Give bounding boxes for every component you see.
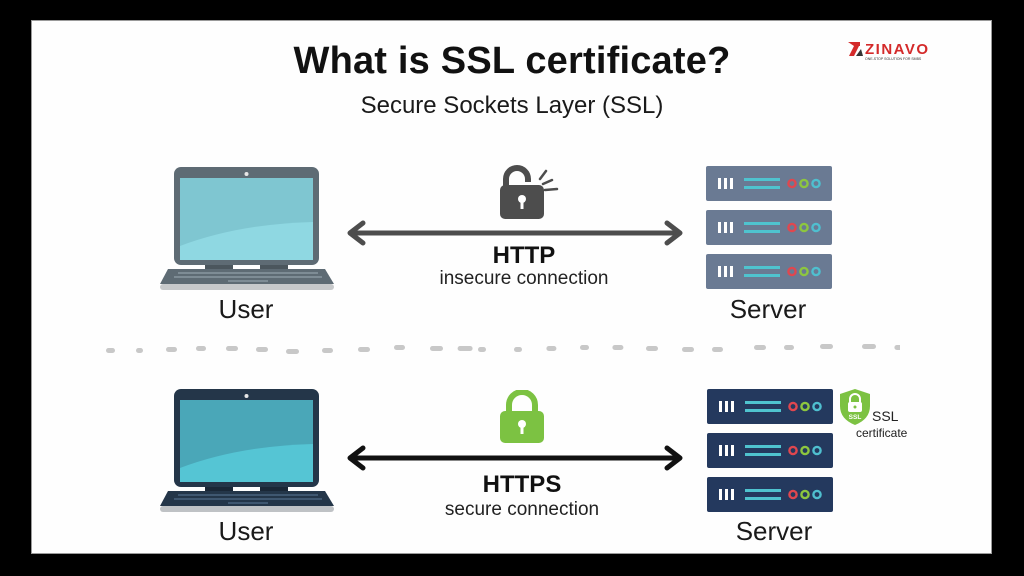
https-protocol-label: HTTPS bbox=[482, 471, 562, 498]
section-divider bbox=[106, 344, 900, 354]
server-unit bbox=[706, 166, 832, 201]
bottom-user-label: User bbox=[218, 516, 274, 546]
divider-dash bbox=[394, 345, 405, 350]
ssl-badge-text: SSL bbox=[849, 414, 862, 421]
divider-dash bbox=[478, 347, 486, 352]
divider-dash bbox=[226, 346, 238, 351]
server-led bbox=[787, 178, 797, 189]
server-led bbox=[800, 445, 810, 456]
unlocked-padlock-icon bbox=[500, 165, 559, 219]
zinavo-logo: ZINAVO ONE-STOP SOLUTION FOR SMBS bbox=[848, 41, 930, 61]
server-led bbox=[787, 266, 797, 277]
divider-dash bbox=[286, 349, 299, 354]
divider-dash bbox=[106, 348, 115, 353]
locked-padlock-icon bbox=[500, 390, 544, 443]
server-unit bbox=[706, 254, 832, 289]
page-subtitle: Secure Sockets Layer (SSL) bbox=[360, 92, 664, 119]
logo-mark-icon bbox=[848, 42, 863, 56]
logo-tagline: ONE-STOP SOLUTION FOR SMBS bbox=[865, 57, 922, 61]
https-double-arrow bbox=[347, 445, 683, 471]
server-led bbox=[812, 445, 822, 456]
laptop-icon bbox=[160, 167, 334, 290]
http-protocol-label: HTTP bbox=[492, 242, 556, 269]
top-server-stack bbox=[706, 166, 832, 290]
divider-dash bbox=[358, 347, 370, 352]
server-led bbox=[811, 178, 821, 189]
divider-dash bbox=[820, 344, 833, 349]
ssl-label-line1: SSL bbox=[872, 408, 899, 424]
divider-dash bbox=[430, 346, 443, 351]
laptop-icon bbox=[160, 389, 334, 512]
divider-dash bbox=[256, 347, 268, 352]
divider-dash bbox=[196, 346, 206, 351]
divider-dash bbox=[457, 346, 473, 351]
divider-dash bbox=[894, 345, 900, 350]
server-led bbox=[812, 401, 822, 412]
page-title: What is SSL certificate? bbox=[293, 40, 731, 82]
divider-dash bbox=[546, 346, 557, 351]
server-led bbox=[811, 266, 821, 277]
https-description: secure connection bbox=[444, 499, 600, 520]
server-led bbox=[788, 445, 798, 456]
divider-dash bbox=[646, 346, 658, 351]
http-description: insecure connection bbox=[439, 268, 609, 289]
ssl-label-line2: certificate bbox=[856, 426, 908, 440]
server-led bbox=[787, 222, 797, 233]
divider-dash bbox=[754, 345, 766, 350]
server-led bbox=[800, 489, 810, 500]
divider-dash bbox=[322, 348, 333, 353]
server-unit bbox=[706, 210, 832, 245]
ssl-shield-icon: SSL bbox=[840, 389, 870, 425]
server-led bbox=[812, 489, 822, 500]
server-icon bbox=[707, 389, 833, 512]
http-double-arrow bbox=[347, 220, 683, 246]
divider-dash bbox=[612, 345, 624, 350]
server-icon bbox=[706, 166, 832, 289]
server-led bbox=[799, 266, 809, 277]
server-led bbox=[788, 489, 798, 500]
divider-dash bbox=[862, 344, 876, 349]
server-led bbox=[800, 401, 810, 412]
bottom-server-stack bbox=[707, 389, 833, 513]
divider-dash bbox=[136, 348, 143, 353]
server-led bbox=[811, 222, 821, 233]
divider-dash bbox=[682, 347, 694, 352]
server-unit bbox=[707, 433, 833, 468]
divider-dash bbox=[514, 347, 522, 352]
server-led bbox=[799, 178, 809, 189]
divider-dash bbox=[784, 345, 794, 350]
divider-dash bbox=[166, 347, 177, 352]
bottom-server-label: Server bbox=[735, 516, 813, 546]
server-led bbox=[788, 401, 798, 412]
divider-dash bbox=[712, 347, 723, 352]
top-server-label: Server bbox=[729, 294, 807, 324]
divider-dash bbox=[580, 345, 589, 350]
logo-wordmark: ZINAVO bbox=[865, 41, 930, 58]
server-unit bbox=[707, 477, 833, 512]
top-user-label: User bbox=[218, 294, 274, 324]
server-led bbox=[799, 222, 809, 233]
server-unit bbox=[707, 389, 833, 424]
